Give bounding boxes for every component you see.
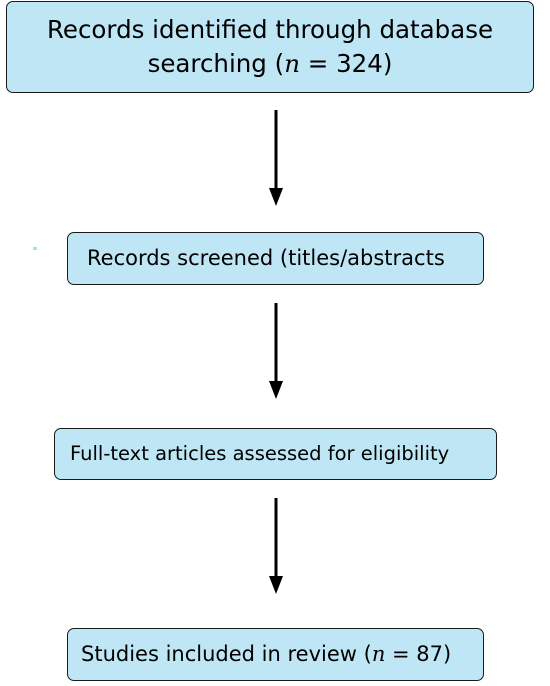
step-1-line-1: Records identified through database [46, 15, 494, 44]
arrow-3-to-4 [269, 498, 283, 594]
arrow-1-to-2 [269, 110, 283, 206]
flow-box-records-identified: Records identified through database sear… [6, 1, 534, 93]
flow-box-records-screened: Records screened (titles/abstracts [67, 232, 484, 285]
flow-box-full-text-assessed: Full-text articles assessed for eligibil… [54, 428, 497, 480]
step-1-n-symbol: n [284, 49, 300, 78]
step-1-line-2-prefix: searching ( [147, 49, 285, 78]
step-1-line-2-suffix: = 324) [299, 49, 393, 78]
step-4-suffix: = 87) [385, 642, 452, 666]
step-2-text: Records screened (titles/abstracts [87, 246, 445, 270]
arrow-2-to-3 [269, 303, 283, 399]
step-4-n-symbol: n [371, 642, 386, 666]
step-4-prefix: Studies included in review ( [81, 642, 372, 666]
flow-box-studies-included: Studies included in review (n = 87) [67, 628, 484, 681]
step-3-text: Full-text articles assessed for eligibil… [70, 442, 450, 465]
decorative-speck [33, 247, 37, 250]
